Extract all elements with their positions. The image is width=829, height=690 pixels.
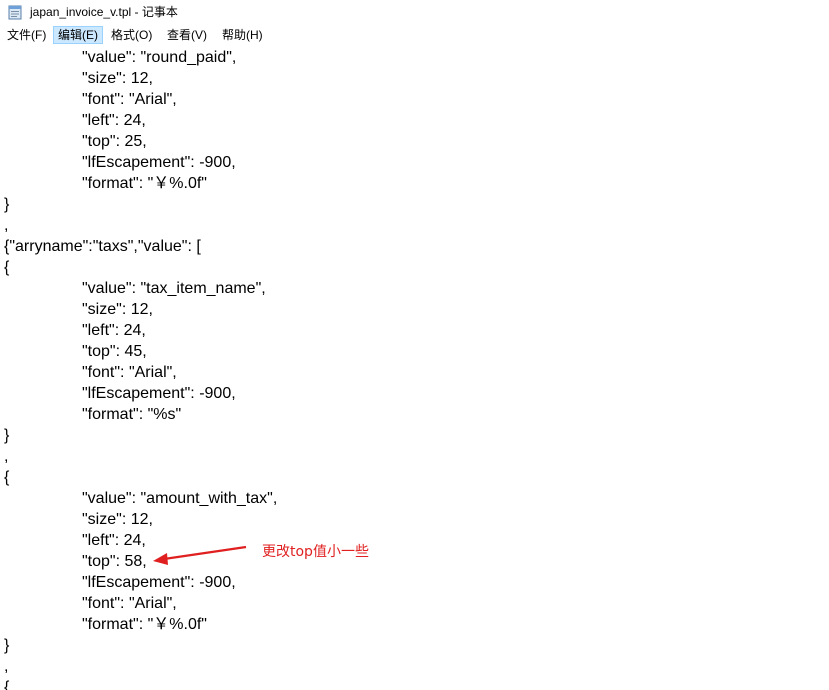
window-title: japan_invoice_v.tpl - 记事本: [30, 5, 178, 19]
editor-line: "format": "%s": [82, 406, 182, 423]
editor-line: "top": 45,: [82, 343, 147, 360]
editor-line: "size": 12,: [82, 511, 153, 528]
editor-line: "size": 12,: [82, 301, 153, 318]
editor-line: "value": "amount_with_tax",: [82, 490, 278, 507]
editor-line: }: [4, 427, 10, 444]
editor-line: "format": "￥%.0f": [82, 616, 207, 633]
editor-line: "font": "Arial",: [82, 364, 177, 381]
menu-view[interactable]: 查看(V): [167, 28, 207, 42]
editor-line: {: [4, 679, 10, 690]
text-editor-area[interactable]: "value": "round_paid", "size": 12, "font":…: [0, 46, 829, 690]
menu-bar: 文件(F) 编辑(E) 格式(O) 查看(V) 帮助(H): [0, 24, 829, 47]
editor-line: ,: [4, 448, 9, 465]
editor-line: }: [4, 196, 10, 213]
notepad-icon: [8, 5, 22, 20]
editor-line: "lfEscapement": -900,: [82, 574, 236, 591]
editor-line: ,: [4, 658, 9, 675]
menu-edit[interactable]: 编辑(E): [53, 26, 103, 44]
editor-line: {: [4, 259, 10, 276]
editor-line: {: [4, 469, 10, 486]
editor-line: "left": 24,: [82, 322, 146, 339]
editor-line: "size": 12,: [82, 70, 153, 87]
editor-line: "value": "tax_item_name",: [82, 280, 266, 297]
editor-line: "lfEscapement": -900,: [82, 385, 236, 402]
menu-help[interactable]: 帮助(H): [222, 28, 263, 42]
menu-file[interactable]: 文件(F): [7, 28, 47, 42]
annotation-arrow-icon: [153, 545, 247, 565]
editor-line: "left": 24,: [82, 112, 146, 129]
editor-line: "top": 58,: [82, 553, 147, 570]
title-bar[interactable]: japan_invoice_v.tpl - 记事本: [0, 0, 829, 24]
editor-line: "font": "Arial",: [82, 91, 177, 108]
annotation-note: 更改top值小一些: [262, 544, 369, 560]
editor-line: "top": 25,: [82, 133, 147, 150]
editor-line: "value": "round_paid",: [82, 49, 237, 66]
editor-line: {"arryname":"taxs","value": [: [4, 238, 201, 255]
editor-line: "font": "Arial",: [82, 595, 177, 612]
editor-line: "left": 24,: [82, 532, 146, 549]
menu-format[interactable]: 格式(O): [111, 28, 153, 42]
editor-line: "format": "￥%.0f": [82, 175, 207, 192]
editor-line: }: [4, 637, 10, 654]
editor-line: ,: [4, 217, 9, 234]
editor-line: "lfEscapement": -900,: [82, 154, 236, 171]
